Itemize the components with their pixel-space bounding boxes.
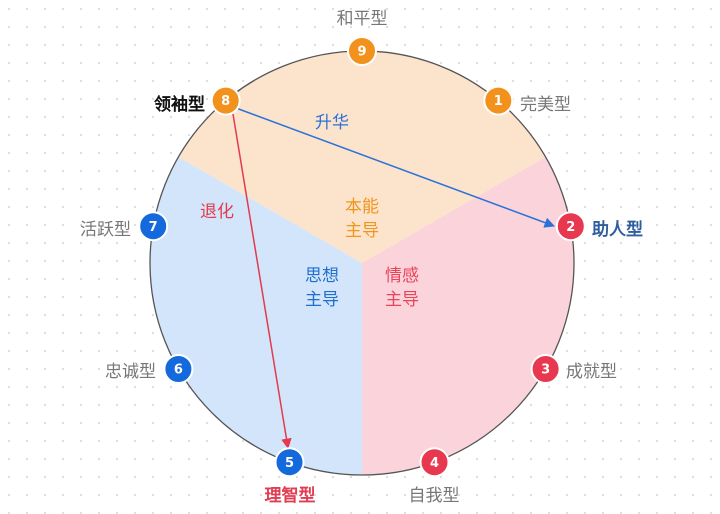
instinct-label-line1: 本能 xyxy=(345,197,379,217)
type-node-8: 8 领袖型 xyxy=(154,85,241,116)
node-circle-5 xyxy=(274,447,305,478)
node-number-1: 1 xyxy=(494,94,503,109)
regression-arrow xyxy=(232,113,292,450)
growth-label: 升华 xyxy=(315,113,349,133)
node-circle-6 xyxy=(163,354,194,384)
node-number-2: 2 xyxy=(566,220,575,235)
type-node-4: 4 自我型 xyxy=(409,447,460,506)
thinking-label-line2: 主导 xyxy=(305,290,339,310)
nodes-layer: 9 和平型 1 完美型 2 助人型 3 成就型 4 自我型 5 理智型 6 忠诚型 7 活跃型 8 领袖型 xyxy=(80,9,643,506)
type-node-7: 7 活跃型 xyxy=(80,211,169,242)
node-circle-7 xyxy=(138,211,169,242)
feeling-sector xyxy=(362,157,575,475)
node-circle-4 xyxy=(419,447,450,478)
thinking-sector xyxy=(149,157,362,475)
type-label-8: 领袖型 xyxy=(154,94,205,115)
type-label-2: 助人型 xyxy=(592,219,643,240)
node-number-8: 8 xyxy=(221,94,230,109)
node-circle-2 xyxy=(555,211,586,242)
node-circle-3 xyxy=(530,354,561,384)
node-number-7: 7 xyxy=(149,220,158,235)
node-circle-1 xyxy=(483,85,514,116)
node-circle-9 xyxy=(347,36,377,66)
type-label-1: 完美型 xyxy=(520,95,571,115)
feeling-label-line2: 主导 xyxy=(385,290,419,310)
thinking-label-line1: 思想 xyxy=(305,266,339,286)
type-label-9: 和平型 xyxy=(337,9,388,29)
node-number-5: 5 xyxy=(285,456,294,471)
type-label-7: 活跃型 xyxy=(80,220,131,240)
type-node-5: 5 理智型 xyxy=(265,447,316,506)
regression-label: 退化 xyxy=(200,202,234,222)
growth-arrow xyxy=(235,107,555,228)
type-node-9: 9 和平型 xyxy=(337,9,388,66)
type-label-4: 自我型 xyxy=(409,486,460,506)
type-label-3: 成就型 xyxy=(566,362,617,382)
type-node-2: 2 助人型 xyxy=(555,211,643,242)
node-number-9: 9 xyxy=(357,45,366,60)
node-number-3: 3 xyxy=(541,363,550,378)
instinct-label-line2: 主导 xyxy=(345,221,379,241)
node-circle-8 xyxy=(210,85,241,116)
instinct-sector xyxy=(178,50,546,264)
type-label-5: 理智型 xyxy=(265,485,316,506)
type-label-6: 忠诚型 xyxy=(105,362,156,382)
type-node-1: 1 完美型 xyxy=(483,85,571,116)
node-number-4: 4 xyxy=(430,456,439,471)
feeling-label-line1: 情感 xyxy=(385,266,419,286)
node-number-6: 6 xyxy=(174,363,183,378)
type-node-3: 3 成就型 xyxy=(530,354,617,384)
type-node-6: 6 忠诚型 xyxy=(105,354,194,384)
